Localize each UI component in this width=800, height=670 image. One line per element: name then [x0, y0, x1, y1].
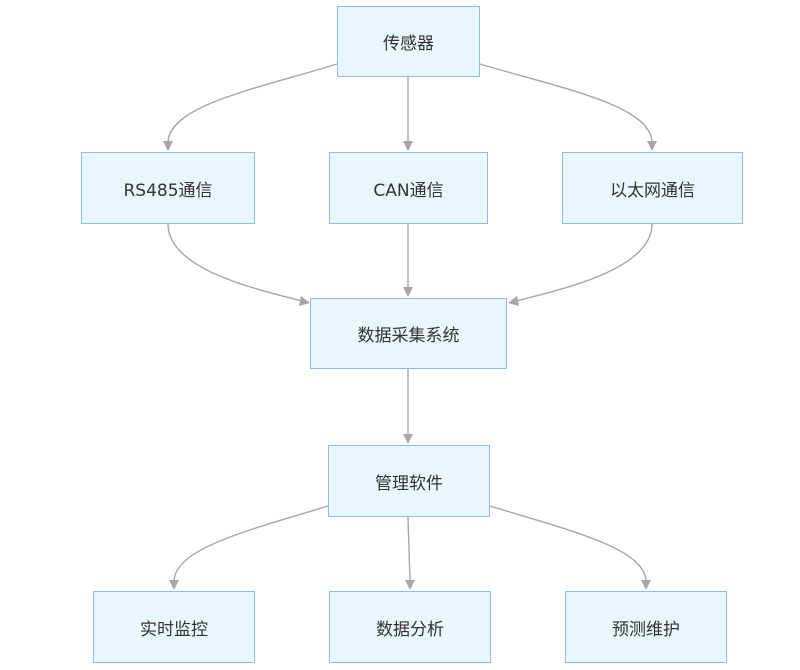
- arrowhead-icon: [299, 296, 310, 306]
- arrowhead-icon: [403, 434, 413, 444]
- arrowhead-icon: [403, 287, 413, 297]
- node-daq[interactable]: 数据采集系统: [310, 298, 507, 369]
- node-sensor[interactable]: 传感器: [337, 6, 480, 77]
- node-software[interactable]: 管理软件: [328, 445, 490, 517]
- node-label: RS485通信: [123, 180, 213, 201]
- edge-sensor-ethernet: [479, 63, 653, 144]
- node-can[interactable]: CAN通信: [329, 152, 488, 224]
- edge-sensor-rs485: [167, 63, 338, 144]
- arrowhead-icon: [169, 580, 179, 590]
- node-label: 传感器: [383, 34, 434, 54]
- node-label: 实时监控: [140, 619, 208, 640]
- node-analysis[interactable]: 数据分析: [329, 591, 491, 663]
- node-rs485[interactable]: RS485通信: [81, 152, 255, 224]
- node-label: 数据采集系统: [357, 326, 460, 346]
- arrowhead-icon: [647, 141, 657, 151]
- edge-rs485-daq: [167, 223, 303, 302]
- arrowhead-icon: [641, 580, 651, 590]
- node-label: 以太网通信: [610, 180, 695, 201]
- edge-software-maintenance: [489, 505, 647, 583]
- node-label: 管理软件: [375, 473, 443, 494]
- edge-software-analysis: [407, 516, 411, 583]
- arrowhead-icon: [403, 141, 413, 151]
- edge-software-realtime: [173, 505, 329, 583]
- arrowhead-icon: [405, 580, 415, 590]
- node-label: 预测维护: [612, 619, 680, 640]
- node-ethernet[interactable]: 以太网通信: [562, 152, 743, 224]
- node-label: CAN通信: [373, 180, 444, 201]
- edge-ethernet-daq: [515, 223, 653, 302]
- node-realtime[interactable]: 实时监控: [93, 591, 255, 663]
- node-maintenance[interactable]: 预测维护: [565, 591, 727, 663]
- arrowhead-icon: [508, 296, 519, 306]
- arrowhead-icon: [163, 141, 173, 151]
- node-label: 数据分析: [376, 619, 444, 640]
